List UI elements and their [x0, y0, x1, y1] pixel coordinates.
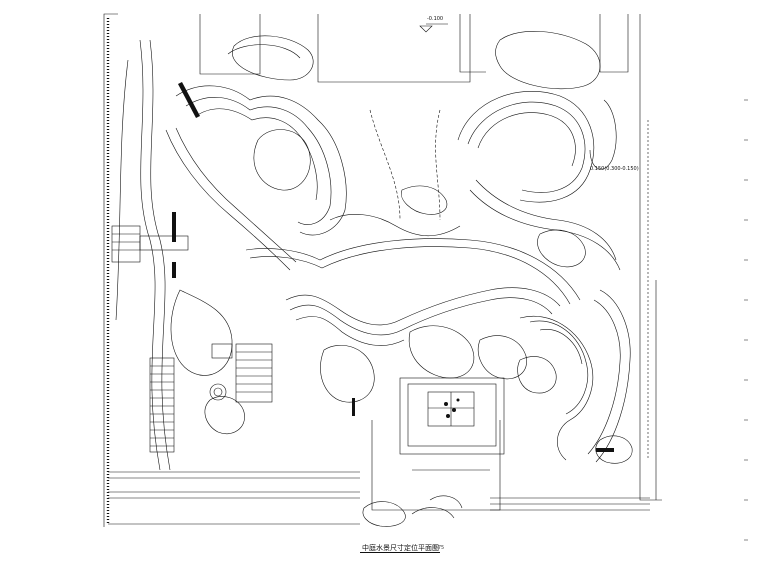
paving-band-lower-right	[519, 289, 631, 463]
pond-center	[408, 325, 475, 379]
island-upper-left	[253, 129, 311, 191]
left-steps	[149, 357, 175, 453]
site-boundary-right	[639, 14, 662, 501]
central-path	[245, 214, 581, 346]
central-deck	[399, 377, 505, 471]
top-building-edge	[199, 14, 261, 75]
island-upper-right	[495, 31, 601, 90]
top-building-block	[317, 14, 471, 83]
title-underline	[360, 552, 440, 553]
paving-band-upper-left	[165, 85, 347, 271]
black-wall-top	[178, 82, 200, 118]
drawing-title: 中庭水景尺寸定位平面图	[362, 544, 439, 552]
paving-band-upper-right	[457, 91, 621, 271]
elevation-label: -0.100	[427, 16, 444, 22]
elevation-symbol	[419, 25, 433, 33]
pond-mid-left	[320, 344, 375, 403]
bottom-road	[108, 471, 360, 499]
site-boundary	[103, 13, 118, 527]
drawing-scale: 1:75	[433, 545, 445, 551]
left-path	[139, 39, 161, 471]
dimension-note: 0.150(0.300-0.150)	[590, 166, 639, 172]
black-bar-left	[172, 212, 176, 242]
